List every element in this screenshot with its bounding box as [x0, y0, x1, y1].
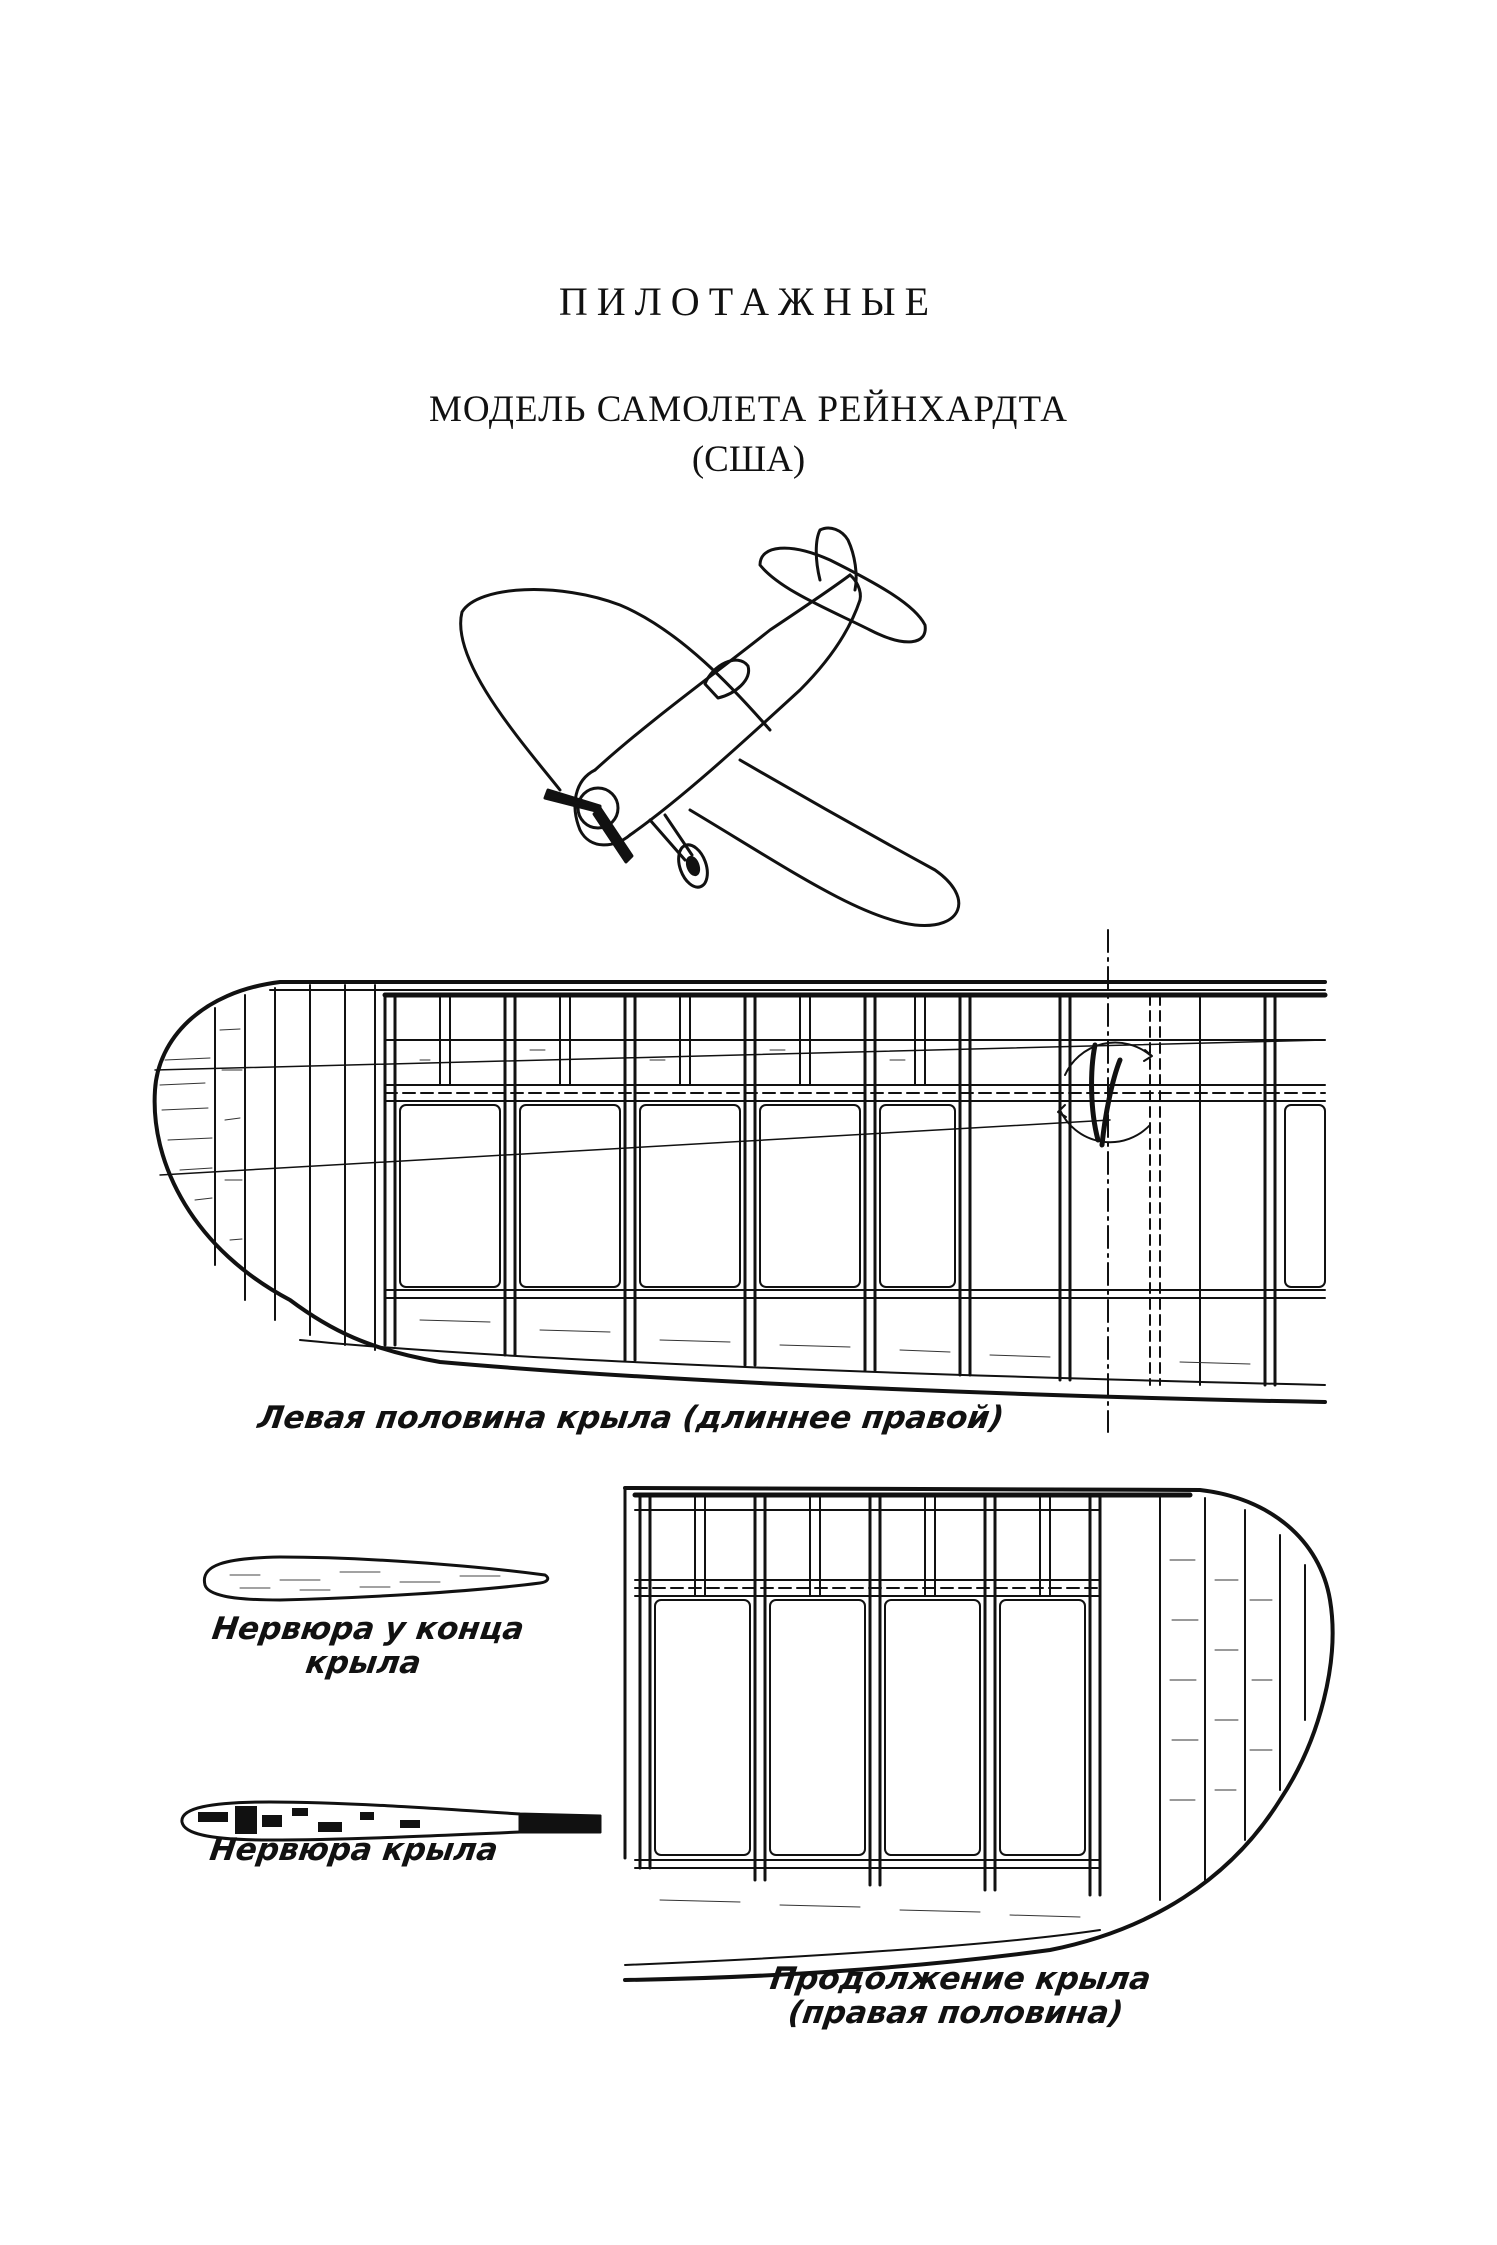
rotation-symbol	[1057, 1041, 1153, 1148]
right-wing-caption: Продолжение крыла (правая половина)	[763, 1961, 1154, 2031]
tip-rib-caption-line1: Нервюра у конца	[209, 1611, 527, 1647]
airplane-illustration	[459, 526, 961, 928]
left-wing-caption: Левая половина крыла (длиннее правой)	[255, 1400, 1007, 1436]
model-title: МОДЕЛЬ САМОЛЕТА РЕЙНХАРДТА	[428, 389, 1069, 430]
right-wing-plan	[623, 1486, 1335, 1982]
left-wing-plan	[152, 929, 1328, 1433]
right-wing-caption-line2: (правая половина)	[785, 1995, 1126, 2031]
section-title: ПИЛОТАЖНЫЕ	[558, 279, 939, 324]
tip-rib-caption-line2: крыла	[303, 1645, 424, 1681]
model-country: (США)	[691, 439, 806, 480]
wing-rib-profile	[180, 1800, 602, 1842]
tip-rib-caption: Нервюра у конца крыла	[205, 1611, 527, 1681]
wing-rib-caption: Нервюра крыла	[207, 1832, 501, 1868]
tip-rib-profile	[202, 1555, 550, 1602]
right-wing-caption-line1: Продолжение крыла	[767, 1961, 1154, 1997]
